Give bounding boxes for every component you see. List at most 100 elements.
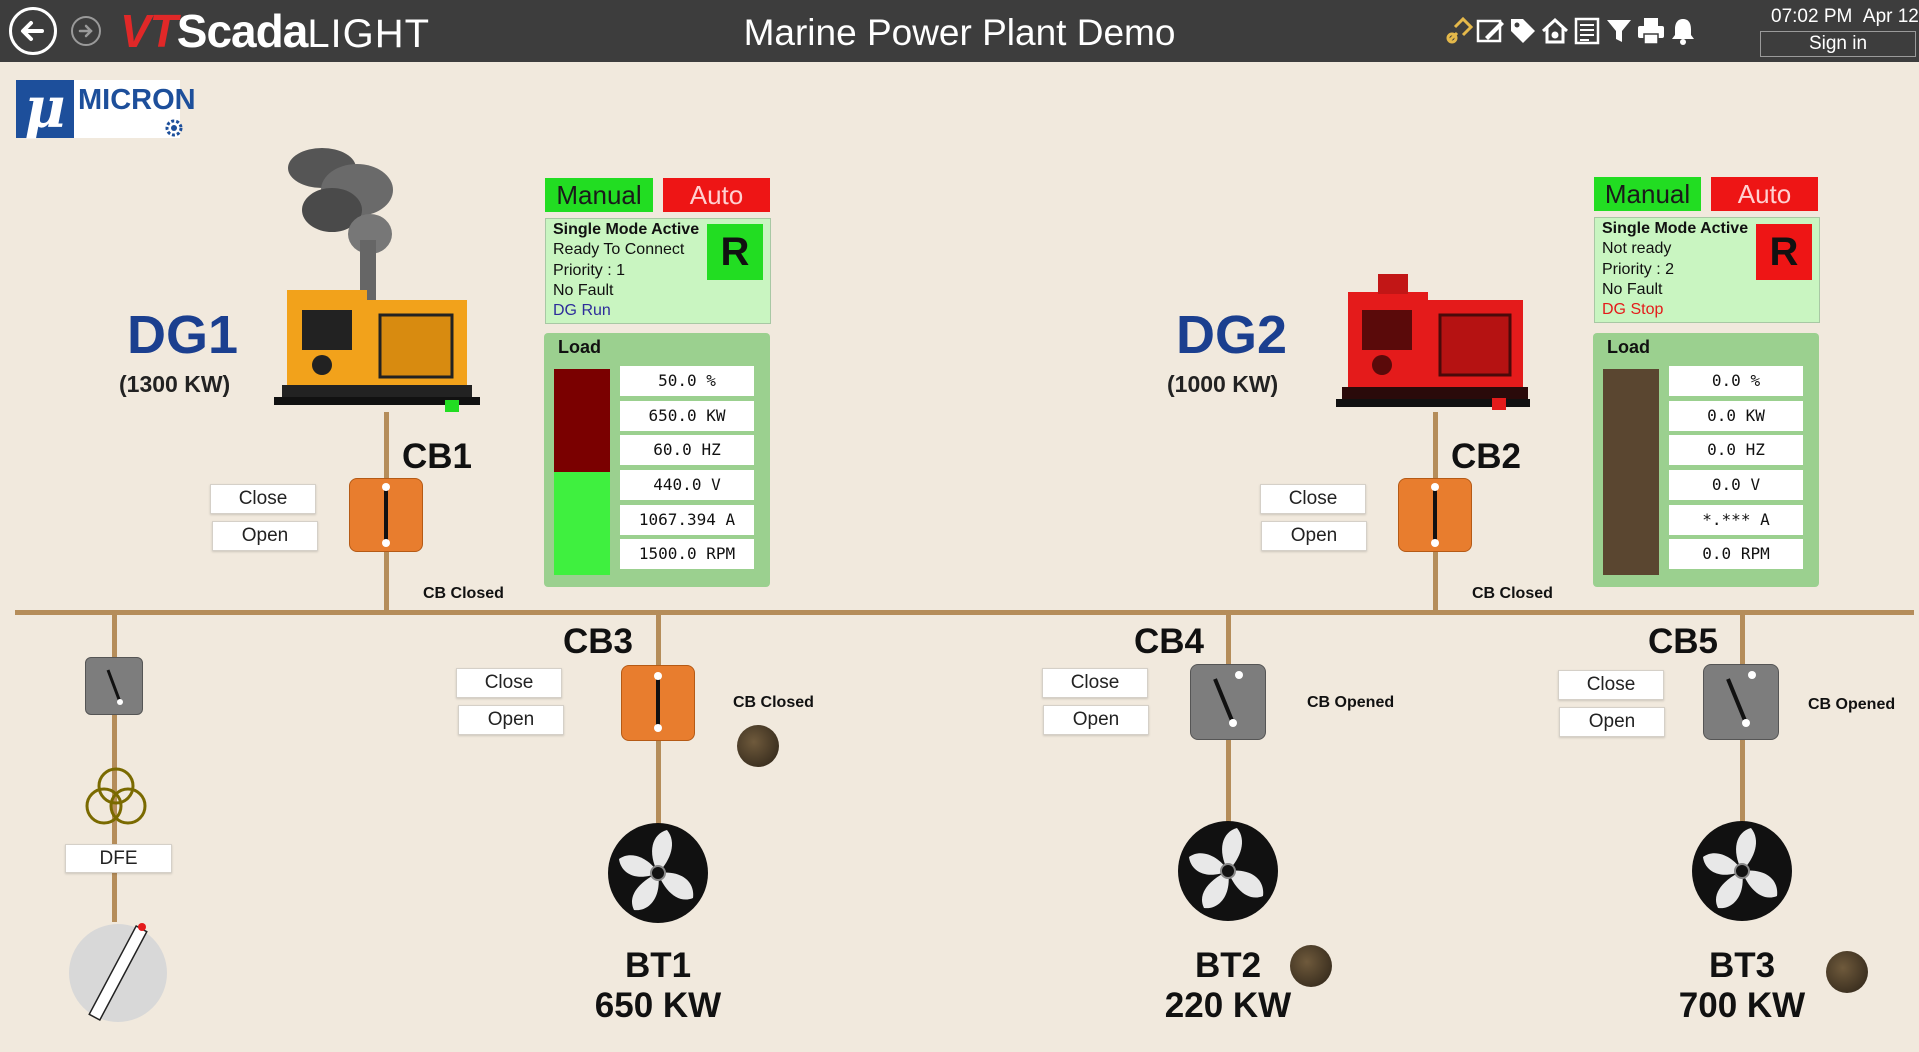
bt2-indicator-lamp [1290,945,1332,987]
dg1-voltage: 440.0 V [620,470,754,500]
bt3-title: BT3 [1708,946,1776,985]
dg2-manual-button[interactable]: Manual [1594,177,1701,211]
cb1-status: CB Closed [423,585,504,602]
vtscada-light-logo: VTScadaLIGHT [120,6,430,59]
dg1-manual-button[interactable]: Manual [545,178,653,212]
dg1-current: 1067.394 A [620,505,754,535]
brand-vt: VT [120,5,178,57]
dg1-status-line: Single Mode Active [553,221,700,238]
breaker-closed-icon [382,483,390,547]
cb5-close-button[interactable]: Close [1558,670,1664,700]
dg1-load-panel: Load 50.0 % 650.0 KW 60.0 HZ 440.0 V 106… [544,333,770,587]
print-icon[interactable] [1635,15,1667,47]
gear-icon [165,119,183,137]
breaker-open-icon [106,669,123,705]
dg1-load-bar-fill [554,472,610,575]
cb1-open-button[interactable]: Open [212,521,318,551]
dg2-load-title: Load [1607,337,1650,357]
cb3-title: CB3 [563,622,634,661]
bt1-title: BT1 [624,946,692,985]
cb3-open-button[interactable]: Open [458,705,564,735]
cb3-close-button[interactable]: Close [456,668,562,698]
cb4-close-button[interactable]: Close [1042,668,1148,698]
dg2-status-line: Not ready [1602,240,1672,257]
report-icon[interactable] [1571,15,1603,47]
cb5-open-button[interactable]: Open [1559,707,1665,737]
cb1-breaker[interactable] [349,478,423,552]
dg2-run-state: DG Stop [1602,301,1664,318]
dg2-ready-badge: R [1756,224,1812,280]
bt3-thruster-fan-icon [1692,821,1792,921]
cb2-open-button[interactable]: Open [1261,521,1367,551]
breaker-closed-icon [654,672,662,732]
dg1-run-state: DG Run [553,302,611,319]
clock-time: 07:02 PM [1771,6,1853,27]
tag-icon[interactable] [1507,15,1539,47]
cb3-breaker[interactable] [621,665,695,741]
dg2-frequency: 0.0 HZ [1669,435,1803,465]
brand-light: LIGHT [307,12,431,56]
bt3-indicator-lamp [1826,951,1868,993]
cb1-title: CB1 [402,437,473,476]
cb2-title: CB2 [1451,437,1522,476]
cb4-open-button[interactable]: Open [1043,705,1149,735]
dg2-current: *.*** A [1669,505,1803,535]
brand-scada: Scada [176,5,309,57]
alarm-bell-icon[interactable] [1667,15,1699,47]
forward-arrow-icon [78,24,93,38]
dg1-run-indicator [445,400,459,412]
dg2-rating: (1000 KW) [1167,371,1279,397]
page-title-wrap: Marine Power Plant Demo [0,12,1919,54]
cb1-close-button[interactable]: Close [210,484,316,514]
bt2-title: BT2 [1194,946,1262,985]
cb5-title: CB5 [1648,622,1719,661]
bt2-rating: 220 KW [1164,986,1292,1025]
top-toolbar: VTScadaLIGHT Marine Power Plant Demo 07:… [0,0,1919,62]
back-button[interactable] [9,7,57,55]
dg2-status-panel: Single Mode Active Not ready Priority : … [1594,217,1820,323]
micron-logo-text: MICRON [78,84,196,116]
tag-link-icon[interactable] [1443,15,1475,47]
dg2-auto-button[interactable]: Auto [1711,177,1818,211]
micron-logo: μ MICRON [16,80,196,138]
cb5-status: CB Opened [1808,696,1896,713]
dg1-auto-button[interactable]: Auto [663,178,770,212]
dg1-title: DG1 [127,305,239,365]
cb3-status: CB Closed [733,694,814,711]
transformer-icon [85,767,147,825]
dg1-frequency: 60.0 HZ [620,435,754,465]
dfe-breaker[interactable] [85,657,143,715]
cb2-close-button[interactable]: Close [1260,484,1366,514]
filter-icon[interactable] [1603,15,1635,47]
dg1-status-line: No Fault [553,282,614,299]
sign-in-button[interactable]: Sign in [1760,31,1916,57]
page-title: Marine Power Plant Demo [743,12,1176,53]
dg1-load-title: Load [558,337,601,357]
dg2-status-line: Single Mode Active [1602,220,1749,237]
dg1-power-kw: 650.0 KW [620,401,754,431]
dfe-feeder-wire [112,612,117,922]
dfe-selector-dial[interactable] [66,918,170,1022]
dg2-load-bar [1603,369,1659,575]
dg1-rating: (1300 KW) [119,371,231,397]
cb5-breaker[interactable] [1703,664,1779,740]
edit-page-icon[interactable] [1475,15,1507,47]
dg2-voltage: 0.0 V [1669,470,1803,500]
dg2-stop-indicator [1492,398,1506,410]
cb2-breaker[interactable] [1398,478,1472,552]
dg1-load-bar [554,369,610,575]
cb3-indicator-lamp [737,725,779,767]
home-settings-icon[interactable] [1539,15,1571,47]
breaker-open-icon [1726,671,1756,727]
bt3-rating: 700 KW [1678,986,1806,1025]
cb4-breaker[interactable] [1190,664,1266,740]
dg2-status-line: No Fault [1602,281,1663,298]
bt1-thruster-fan-icon [608,823,708,923]
breaker-closed-icon [1431,483,1439,547]
cb4-title: CB4 [1134,622,1205,661]
dg1-speed: 1500.0 RPM [620,539,754,569]
dg2-status-line: Priority : 2 [1602,261,1675,278]
dg2-load-percent: 0.0 % [1669,366,1803,396]
forward-button[interactable] [71,16,101,46]
back-arrow-icon [21,21,44,41]
